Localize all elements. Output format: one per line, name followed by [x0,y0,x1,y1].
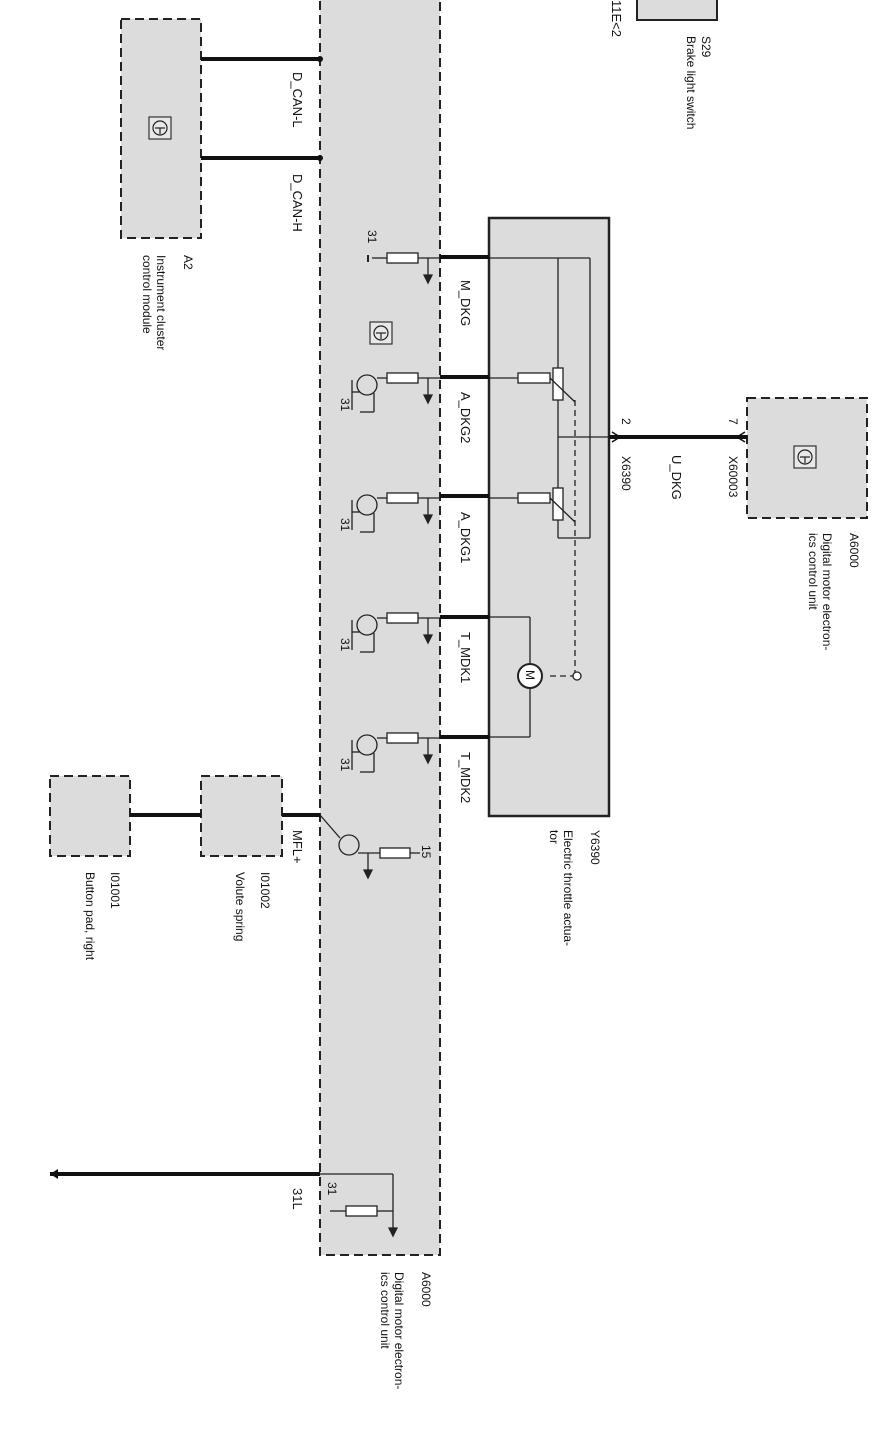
i01002-box [200,775,283,857]
label-d-can-h: D_CAN-H [290,174,305,232]
a2-id: A2 [181,255,195,270]
harness-wires [50,255,747,1176]
a6000-main-box [319,0,441,1256]
can-wires [201,57,320,160]
label-x60003: X60003 [726,456,740,498]
a2-name-line2: control module [140,255,154,334]
a2-name-line1: Instrument cluster [154,255,168,350]
i01001-name: Button pad, right [83,872,97,961]
i01001-box [49,775,131,857]
pin-x60003: 7 [726,418,740,425]
label-u-dkg: U_DKG [669,455,684,500]
internal-circuits [319,252,441,1238]
y6390-box [487,216,611,818]
i01001-id: I01001 [108,872,122,909]
esd-icon [369,321,393,345]
ground-arrow-icon [50,1169,58,1179]
a6000-right-name-line2: ics control unit [806,533,820,610]
s29-id: S29 [699,36,713,58]
actuator-internals [489,257,609,738]
connector-x60003-icon [735,431,746,443]
a6000-right-id: A6000 [847,533,861,568]
label-31l: 31L [290,1188,305,1210]
a6000-right-name-line1: Digital motor electron- [820,533,834,650]
top-reference: 11E<2 [609,0,624,37]
i01002-id: I01002 [258,872,272,909]
label-t-mdk1: T_MDK1 [458,632,473,683]
labels: D_CAN-L D_CAN-H M_DKG A_DKG2 A_DKG1 T_MD… [83,0,861,1389]
terminal-31: 31 [338,758,352,772]
label-m-dkg: M_DKG [458,280,473,326]
terminal-31: 31 [325,1182,339,1196]
label-mfl: MFL+ [290,830,305,864]
pin-x6390: 2 [619,418,633,425]
s29-name: Brake light switch [684,36,698,129]
label-t-mdk2: T_MDK2 [458,752,473,803]
label-a-dkg1: A_DKG1 [458,512,473,563]
esd-icon [148,116,172,140]
a6000-main-id: A6000 [419,1272,433,1307]
terminal-31: 31 [338,518,352,532]
terminal-31: 31 [365,230,379,244]
a6000-main-name-line2: ics control unit [378,1272,392,1349]
i01002-name: Volute spring [233,872,247,941]
s29-box [636,0,718,21]
terminal-31: 31 [338,398,352,412]
terminal-31: 31 [338,638,352,652]
y6390-name-line1: Electric throttle actua- [561,830,575,946]
y6390-id: Y6390 [588,830,602,865]
label-a-dkg2: A_DKG2 [458,392,473,443]
a6000-main-name-line1: Digital motor electron- [392,1272,406,1389]
motor-label: M [523,670,537,680]
esd-icon [793,445,817,469]
label-d-can-l: D_CAN-L [290,72,305,128]
terminal-15: 15 [419,845,433,859]
y6390-name-line2: tor [547,830,561,844]
connector-x6390-icon [611,431,622,443]
label-x6390: X6390 [619,456,633,491]
motor-icon [517,663,543,689]
